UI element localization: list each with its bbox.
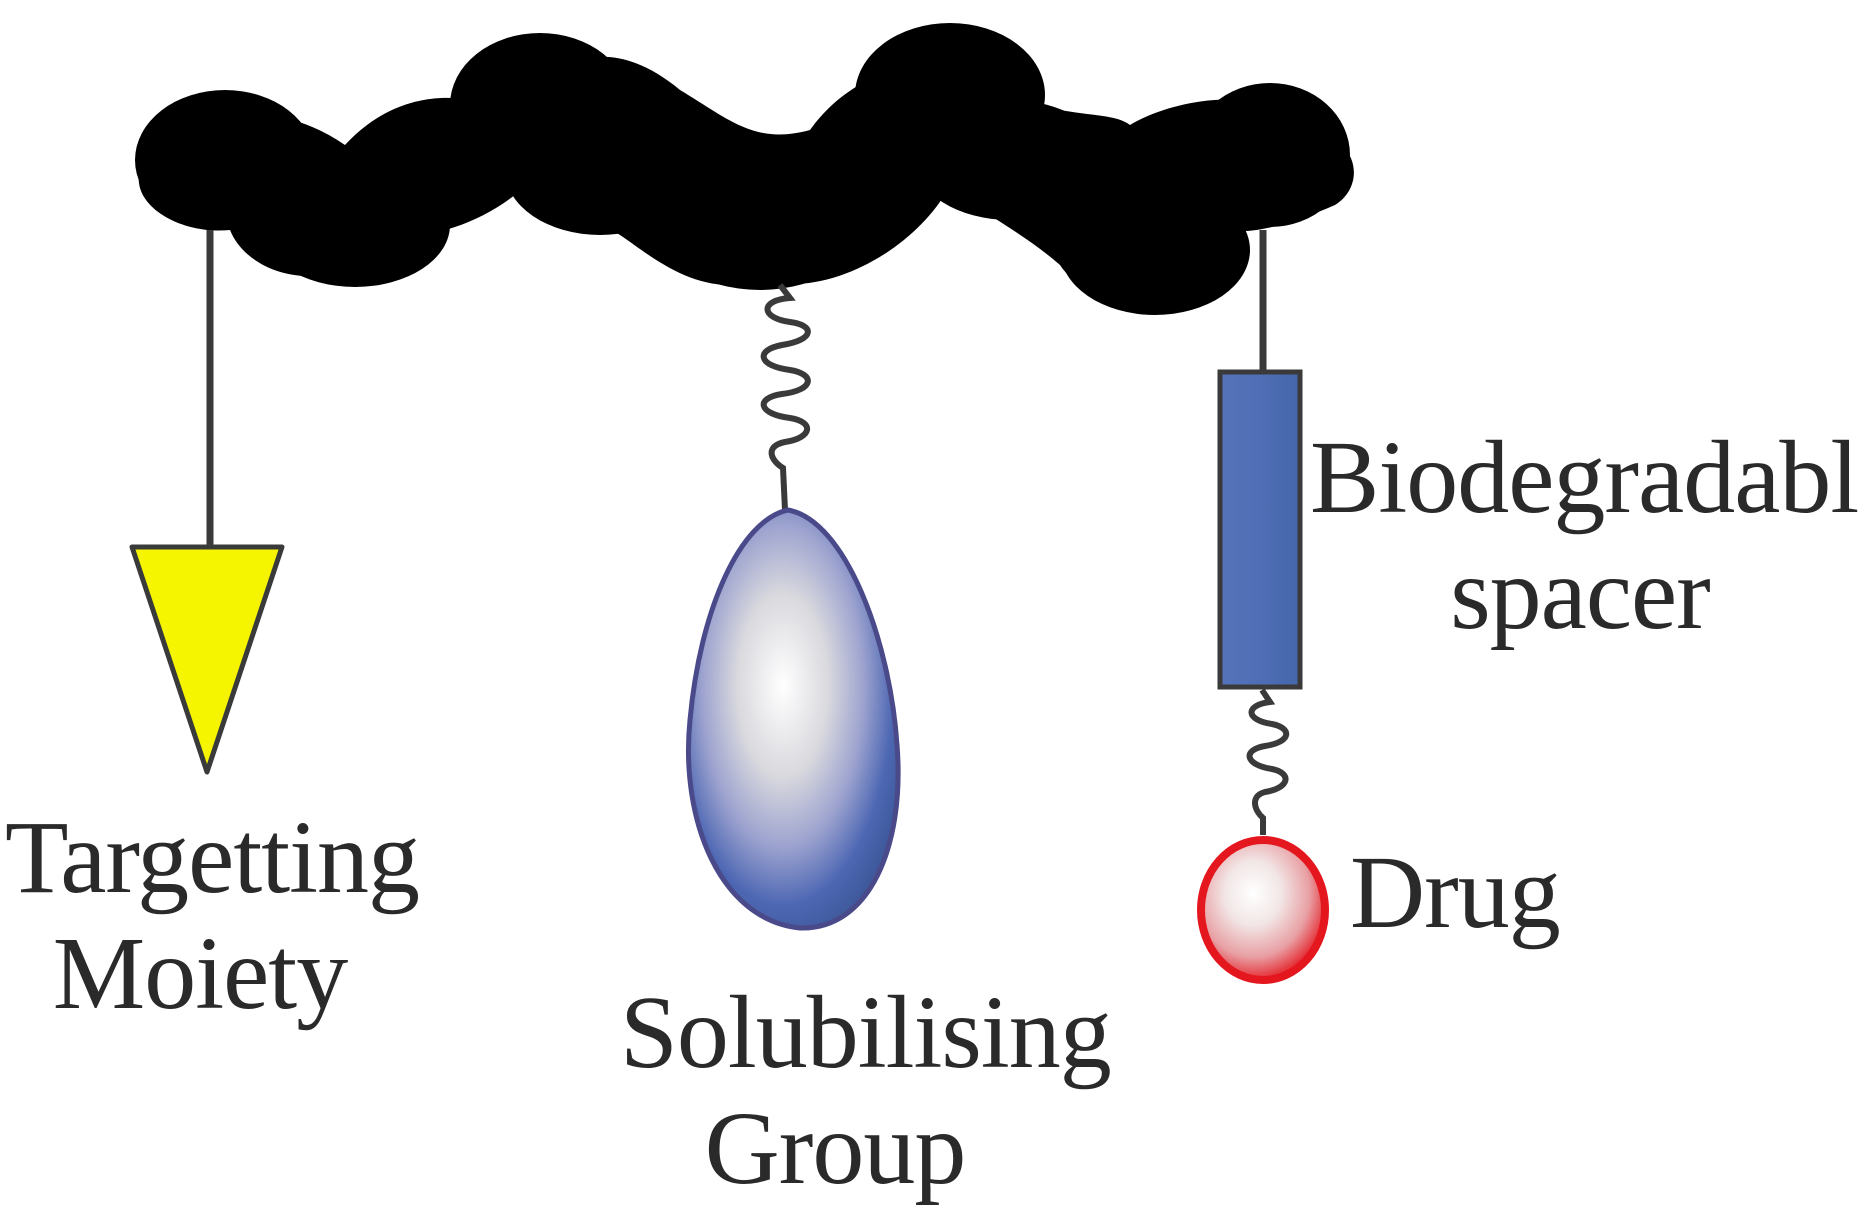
coiled-linker <box>1246 688 1290 835</box>
label-line: Moiety <box>52 916 348 1032</box>
coiled-linker <box>760 283 811 511</box>
solubilising-group-shape <box>686 283 901 931</box>
targeting-moiety-triangle <box>129 544 285 775</box>
label-drug: Drug <box>1350 835 1570 951</box>
label-line: Targetting <box>5 800 420 915</box>
label-line: spacer <box>1450 536 1711 652</box>
label-line: Biodegradable <box>1310 420 1858 535</box>
solubilising-drop <box>686 507 901 931</box>
spacer-drug-group <box>1197 230 1329 984</box>
label-line: Group <box>704 1091 967 1207</box>
drug-sphere <box>1197 836 1329 984</box>
label-biodegradable-spacer: Biodegradable spacer <box>1310 420 1858 653</box>
biodegradable-spacer-bar <box>1217 369 1303 690</box>
label-solubilising-group: Solubilising Group <box>620 975 1112 1208</box>
targeting-moiety-group <box>129 230 285 775</box>
label-line: Drug <box>1350 835 1561 950</box>
polymer-backbone <box>135 23 1354 315</box>
label-targeting-moiety: Targetting Moiety <box>5 800 420 1033</box>
label-line: Solubilising <box>620 975 1112 1090</box>
